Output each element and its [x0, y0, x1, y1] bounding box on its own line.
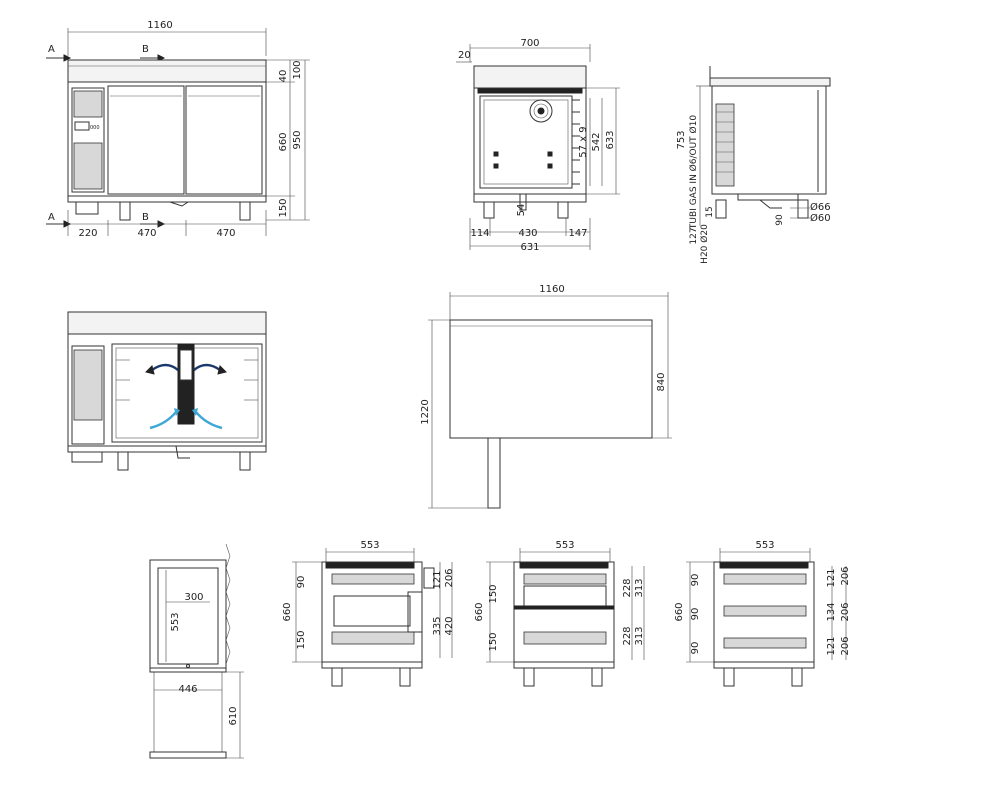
section-view: 700 20	[456, 38, 620, 253]
airflow-view	[67, 311, 267, 471]
d1-dim-90: 90	[296, 576, 307, 589]
d1-dim-553: 553	[360, 540, 379, 551]
section-b-bottom: B	[142, 212, 149, 223]
vent-grille-top	[73, 90, 103, 190]
front-dim-40: 40	[278, 70, 289, 83]
d3-dim-121-a: 121	[826, 568, 837, 587]
d3-dim-660: 660	[674, 602, 685, 621]
side-vent-lines	[716, 111, 734, 173]
d3-dim-90-b: 90	[690, 608, 701, 621]
top-dim-1220: 1220	[420, 399, 431, 424]
d3-dim-121-b: 121	[826, 636, 837, 655]
top-view: 1160 840 1220	[420, 284, 672, 509]
d3-dim-90-a: 90	[690, 574, 701, 587]
d1-dim-335: 335	[432, 616, 443, 635]
d1-dim-121: 121	[432, 570, 443, 589]
section-dim-631: 631	[520, 242, 539, 253]
d1-dim-420: 420	[444, 616, 455, 635]
side-view: 753 TUBI GAS IN Ø6/OUT Ø10 127 H20 Ø20 1…	[676, 66, 831, 264]
front-dim-220: 220	[78, 228, 97, 239]
d3-dim-206-a: 206	[840, 566, 851, 585]
d2-dim-313-top: 313	[634, 578, 645, 597]
top-dim-1160: 1160	[539, 284, 564, 295]
d3-dim-553: 553	[755, 540, 774, 551]
front-dim-470-left: 470	[137, 228, 156, 239]
d1-dim-206: 206	[444, 568, 455, 587]
side-dim-90: 90	[775, 214, 785, 226]
d2-dim-228-bottom: 228	[622, 626, 633, 645]
d2-dim-553: 553	[555, 540, 574, 551]
side-water-pipe: H20 Ø20	[699, 224, 710, 264]
d2-dim-150-top: 150	[488, 584, 499, 603]
d2-dim-150-bottom: 150	[488, 632, 499, 651]
airflow-cold-right-arrow	[195, 411, 223, 430]
airflow-cold-left-arrow	[149, 411, 177, 430]
section-dim-430: 430	[518, 228, 537, 239]
front-dim-100: 100	[292, 60, 303, 79]
top-dim-840: 840	[656, 372, 667, 391]
side-dim-d60: Ø60	[810, 212, 831, 224]
side-dim-127: 127	[689, 227, 699, 244]
section-a-bottom: A	[48, 212, 55, 223]
side-gas-pipes: TUBI GAS IN Ø6/OUT Ø10	[688, 115, 699, 230]
section-dim-700: 700	[520, 38, 539, 49]
d3-dim-90-c: 90	[690, 642, 701, 655]
section-dim-54: 54	[516, 204, 527, 217]
airflow-warm-right-arrow	[193, 363, 221, 372]
shelf-guides	[572, 99, 580, 185]
drawer-view-2: 553 660 150 150 228 313 228 313	[474, 540, 645, 687]
section-dim-57x9: 57 x 9	[578, 126, 589, 157]
section-a-top: A	[48, 44, 55, 55]
section-b-top: B	[142, 44, 149, 55]
section-dim-542: 542	[591, 132, 602, 151]
door-dim-300: 300	[184, 592, 203, 603]
side-dim-15: 15	[705, 206, 715, 217]
door-dim-446: 446	[178, 684, 197, 695]
side-dim-d66: Ø66	[810, 201, 831, 213]
front-width-label: 1160	[147, 20, 172, 31]
drawer-view-3: 553 660 90 90 90 121 206 134 206 121 206	[674, 540, 851, 687]
front-dim-660: 660	[278, 132, 289, 151]
airflow-warm-left-arrow	[151, 363, 179, 372]
side-dim-753: 753	[676, 130, 687, 149]
d3-dim-206-c: 206	[840, 636, 851, 655]
front-view: 1160 A B 000 A B	[46, 20, 310, 239]
drawer-view-1: 553 660 90 150 121 206 335 420	[282, 540, 455, 687]
d2-dim-313-bottom: 313	[634, 626, 645, 645]
d3-dim-134: 134	[826, 602, 837, 621]
section-dim-147: 147	[568, 228, 587, 239]
front-dim-950: 950	[292, 130, 303, 149]
d3-dim-206-b: 206	[840, 602, 851, 621]
section-dim-20: 20	[458, 50, 471, 61]
section-dim-633: 633	[605, 130, 616, 149]
section-dim-114: 114	[470, 228, 489, 239]
d2-dim-660: 660	[474, 602, 485, 621]
front-dim-470-right: 470	[216, 228, 235, 239]
door-dim-610: 610	[228, 706, 239, 725]
front-dim-150: 150	[278, 198, 289, 217]
d2-dim-228-top: 228	[622, 578, 633, 597]
door-dim-553: 553	[170, 612, 181, 631]
svg-text:000: 000	[90, 125, 100, 131]
d1-dim-150: 150	[296, 630, 307, 649]
d1-dim-660: 660	[282, 602, 293, 621]
door-view: 300 553 446 610	[149, 543, 244, 759]
